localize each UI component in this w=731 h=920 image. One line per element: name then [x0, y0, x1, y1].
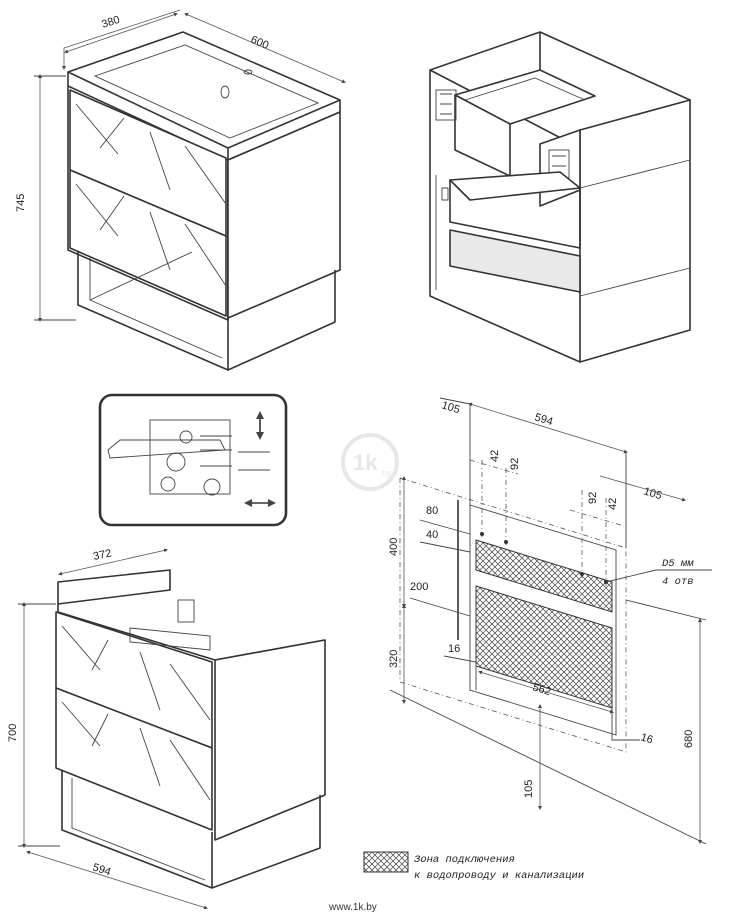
legend-line-1: Зона подключения [414, 854, 515, 866]
plan-hole-42-right-label: 42 [607, 498, 619, 510]
plan-dim-80-label: 80 [426, 505, 438, 517]
plan-hole-92-left-label: 92 [509, 458, 521, 470]
installation-view: 372 700 594 [7, 547, 326, 910]
legend-hatch-swatch [363, 851, 409, 873]
plan-dim-680-label: 680 [683, 730, 695, 748]
hinge-detail-view [98, 393, 288, 527]
drawers-interior-view [429, 31, 691, 363]
plan-dim-40-label: 40 [426, 529, 438, 541]
height-dimension-label: 745 [15, 194, 27, 212]
plan-dim-200-label: 200 [410, 581, 428, 593]
plan-hole-92-right-label: 92 [587, 492, 599, 504]
plan-dim-16-left-label: 16 [448, 643, 460, 655]
plan-dim-16-right-label: 16 [639, 731, 654, 746]
plan-dim-400-label: 400 [388, 538, 400, 556]
install-width-label: 594 [91, 861, 112, 878]
watermark-logo: 1k by [341, 433, 399, 491]
vanity-with-sink-view: 380 600 745 [15, 9, 346, 371]
install-depth-label: 372 [92, 547, 112, 563]
site-footer: www.1k.by [328, 902, 377, 913]
legend: Зона подключения к водопроводу и канализ… [363, 851, 584, 882]
plan-total-width-label: 594 [533, 411, 554, 428]
plan-right-offset-label: 105 [642, 485, 663, 502]
legend-line-2: к водопроводу и канализации [414, 870, 584, 882]
install-height-label: 700 [7, 724, 19, 742]
plan-dim-320-label: 320 [388, 650, 400, 668]
plan-dim-105-bottom-label: 105 [523, 780, 535, 798]
plan-hole-42-left-label: 42 [489, 450, 501, 462]
depth-dimension-label: 380 [100, 14, 121, 31]
hole-spec-diameter: D5 мм [662, 558, 694, 570]
hole-spec-count: 4 отв [662, 576, 694, 588]
plan-left-offset-label: 105 [440, 399, 461, 416]
watermark-suffix: by [382, 468, 392, 478]
watermark-text: 1k [353, 450, 378, 475]
mounting-plan-view: 594 105 105 42 92 92 42 400 320 80 40 20… [388, 397, 712, 845]
plan-dim-562-label: 562 [531, 681, 552, 698]
